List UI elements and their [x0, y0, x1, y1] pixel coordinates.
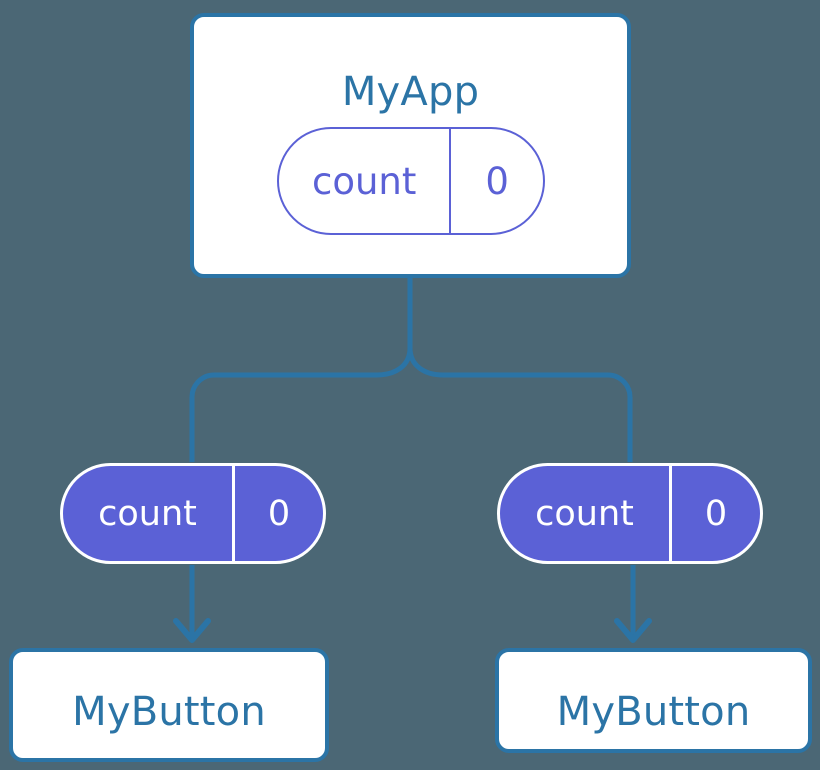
arrow-head-right-icon [614, 618, 652, 643]
branch-yoke-connector [407, 347, 633, 462]
component-label-mybutton-left: MyButton [72, 689, 266, 735]
component-label-mybutton-right: MyButton [556, 689, 751, 735]
state-pill-myapp[interactable]: count 0 [277, 127, 545, 235]
arrow-head-left-icon [173, 618, 211, 643]
state-value: 0 [669, 466, 760, 561]
state-key: count [98, 493, 197, 534]
component-box-mybutton-right[interactable]: MyButton [495, 648, 812, 753]
state-value: 0 [232, 466, 323, 561]
branch-yoke-connector-left [189, 347, 413, 462]
state-key: count [535, 493, 634, 534]
component-box-mybutton-left[interactable]: MyButton [9, 648, 329, 762]
state-pill-branch-right[interactable]: count 0 [497, 463, 763, 564]
state-value: 0 [449, 129, 543, 233]
state-pill-branch-left[interactable]: count 0 [60, 463, 326, 564]
component-label-myapp: MyApp [341, 69, 480, 115]
state-key: count [312, 159, 417, 203]
